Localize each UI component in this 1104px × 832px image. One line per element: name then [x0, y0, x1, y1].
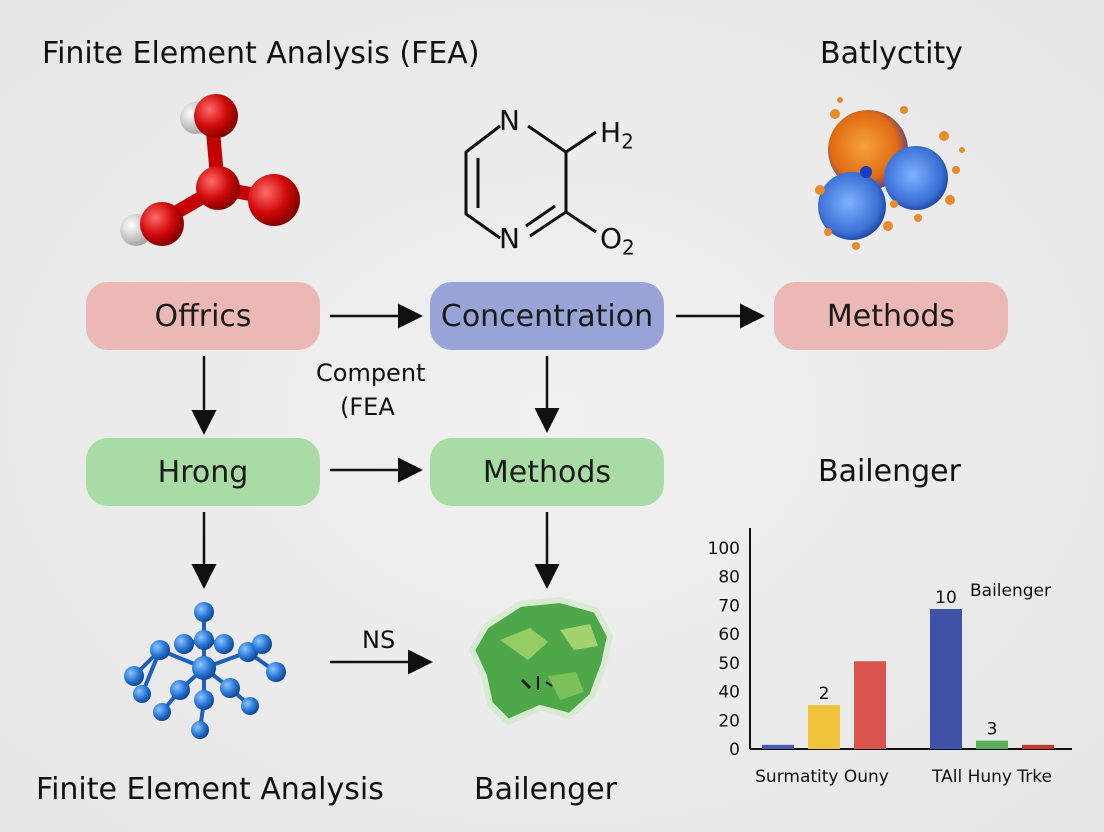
node-offrics: Offrics: [86, 282, 320, 350]
bar-2: [854, 661, 886, 749]
y-tick-label: 100: [708, 539, 740, 559]
h2-subscript: 2: [621, 129, 634, 154]
n-top-label: N: [499, 104, 520, 137]
annotation-ns: NS: [362, 626, 396, 654]
y-tick-label: 80: [718, 568, 740, 588]
green-map-icon: [469, 597, 613, 725]
node-hrong: Hrong: [86, 438, 320, 506]
y-tick-label: 70: [718, 596, 740, 616]
bar-3: [930, 608, 962, 749]
node-concentration: Concentration: [430, 282, 664, 350]
y-tick-label: 0: [729, 740, 740, 760]
right-title: Batlyctity: [820, 36, 963, 71]
bar-0: [762, 744, 794, 749]
y-tick-label: 40: [718, 683, 740, 703]
cell-cluster-icon: [815, 97, 965, 250]
y-tick-label: 50: [718, 654, 740, 674]
h2-label: H2: [600, 116, 634, 154]
node-methods-mid: Methods: [430, 438, 664, 506]
x-group-label-1: TAll Huny Trke: [931, 767, 1052, 787]
bar-4: [976, 740, 1008, 749]
bar-1: [808, 705, 840, 749]
node-concentration-label: Concentration: [440, 298, 654, 334]
data-label-2: 3: [987, 720, 998, 740]
annotation-compent-line2: (FEA: [340, 393, 395, 421]
o2-subscript: 2: [622, 235, 635, 260]
annotation-compent: Compent (FEA: [316, 356, 425, 424]
node-bailenger-mid: Bailenger: [818, 454, 961, 489]
node-offrics-label: Offrics: [154, 298, 252, 334]
o2-symbol: O: [600, 222, 623, 255]
node-methods-mid-label: Methods: [482, 454, 612, 490]
data-label-1: 10: [935, 588, 957, 608]
left-title: Finite Element Analysis (FEA): [42, 36, 480, 71]
network-molecule-icon: [124, 602, 286, 739]
footer-center-label: Bailenger: [474, 772, 617, 807]
n-bottom-label: N: [499, 222, 520, 255]
footer-left-label: Finite Element Analysis: [36, 772, 384, 807]
bar-5: [1022, 744, 1054, 749]
ring-structure-icon: [464, 124, 597, 240]
y-tick-label: 20: [718, 711, 740, 731]
node-methods-top-label: Methods: [826, 298, 956, 334]
o2-label: O2: [600, 222, 635, 260]
chart-annotation: Bailenger: [970, 581, 1051, 601]
y-tick-label: 60: [718, 625, 740, 645]
data-label-0: 2: [819, 684, 830, 704]
node-methods-top: Methods: [774, 282, 1008, 350]
h2-symbol: H: [600, 116, 622, 149]
x-group-label-0: Surmatity Ouny: [755, 767, 889, 787]
node-hrong-label: Hrong: [157, 454, 249, 490]
annotation-compent-line1: Compent: [316, 359, 426, 387]
red-molecule-icon: [120, 94, 300, 246]
